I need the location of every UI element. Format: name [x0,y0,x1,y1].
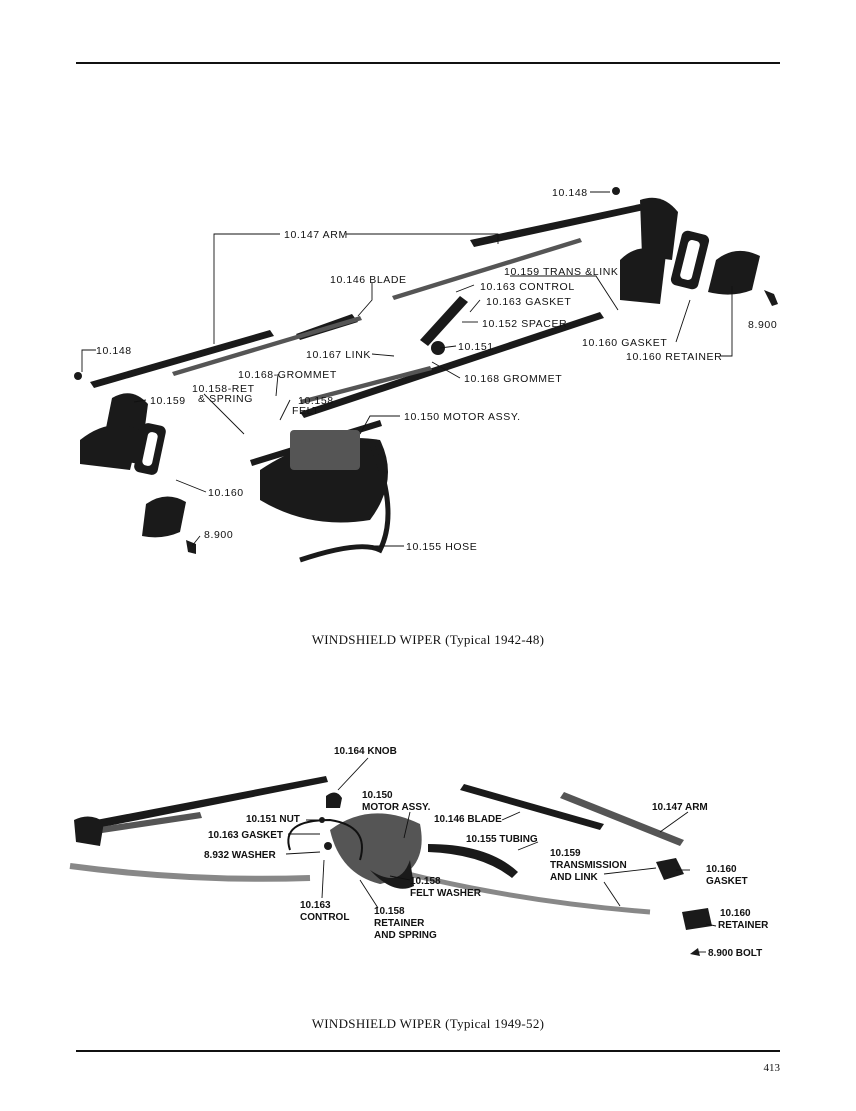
diagram-artwork [74,187,778,563]
label-control-num: 10.163 [300,900,331,911]
label-retainer-name: RETAINER [718,920,769,931]
label-blade: 10.146 BLADE [434,814,502,825]
leader-lines-2 [285,757,717,953]
label-motor: 10.150 MOTOR ASSY. [404,411,521,423]
label-trans-name: TRANSMISSION [550,860,627,871]
label-ret-spring-1: 10.158-RET [192,383,255,395]
leader-lines [81,191,733,547]
label-hose: 10.155 HOSE [406,541,477,553]
label-nut: 10.151 NUT [246,814,300,825]
caption-1949-52: WINDSHIELD WIPER (Typical 1949-52) [311,1016,545,1031]
label-gasket-num: 10.160 [706,864,737,875]
top-rule [76,62,780,64]
label-trans-link: 10.159 TRANS &LINK [504,266,619,278]
label-gasket-left: 10.160 [208,487,244,499]
label-trans-num: 10.159 [550,848,581,859]
label-bolt-right: 8.900 [748,319,777,331]
label-grommet-right: 10.168 GROMMET [464,373,562,385]
wiper-diagram-1942-48: 10.148 10.147 ARM 10.146 BLADE 10.159 TR… [74,187,778,563]
label-trans-link: AND LINK [550,872,599,883]
label-grommet-left: 10.168-GROMMET [238,369,337,381]
label-tubing: 10.155 TUBING [466,834,538,845]
page-number: 413 [763,1062,781,1074]
label-retspring-2: AND SPRING [374,930,437,941]
label-retainer-num: 10.160 [720,908,751,919]
label-nut-left: 10.148 [96,345,132,357]
label-blade: 10.146 BLADE [330,274,407,286]
label-retainer-right: 10.160 RETAINER [626,351,722,363]
label-ret-spring-2: & SPRING [198,393,253,405]
label-nut-control: 10.151 [458,341,494,353]
wiper-diagram-1949-52: 10.164 KNOB 10.150 MOTOR ASSY. 10.151 NU… [69,746,769,959]
label-gasket: 10.163 GASKET [486,296,571,308]
label-arm: 10.147 ARM [284,229,348,241]
label-spacer: 10.152 SPACER [482,318,567,330]
label-control: 10.163 CONTROL [480,281,575,293]
label-washer: 8.932 WASHER [204,850,276,861]
label-gasket: 10.163 GASKET [208,830,283,841]
label-felt-num: 10.158 [410,876,441,887]
label-control-name: CONTROL [300,912,349,923]
label-felt-2: FELT [292,405,319,417]
label-motor-num: 10.150 [362,790,393,801]
label-retspring-1: RETAINER [374,918,425,929]
label-bolt: 8.900 BOLT [708,948,762,959]
label-link: 10.167 LINK [306,349,371,361]
bottom-rule [76,1050,780,1052]
label-arm: 10.147 ARM [652,802,708,813]
label-bolt-left: 8.900 [204,529,233,541]
label-gasket-name: GASKET [706,876,748,887]
label-trans-left: 10.159 [150,395,186,407]
diagram-artwork-2 [69,776,712,956]
caption-1942-48: WINDSHIELD WIPER (Typical 1942-48) [311,632,545,647]
label-gasket-right: 10.160 GASKET [582,337,667,349]
label-retspring-num: 10.158 [374,906,405,917]
label-felt-name: FELT WASHER [410,888,482,899]
label-motor-name: MOTOR ASSY. [362,802,431,813]
label-felt-1: 10.158 [298,395,334,407]
label-nut-top: 10.148 [552,187,588,199]
label-knob: 10.164 KNOB [334,746,397,757]
